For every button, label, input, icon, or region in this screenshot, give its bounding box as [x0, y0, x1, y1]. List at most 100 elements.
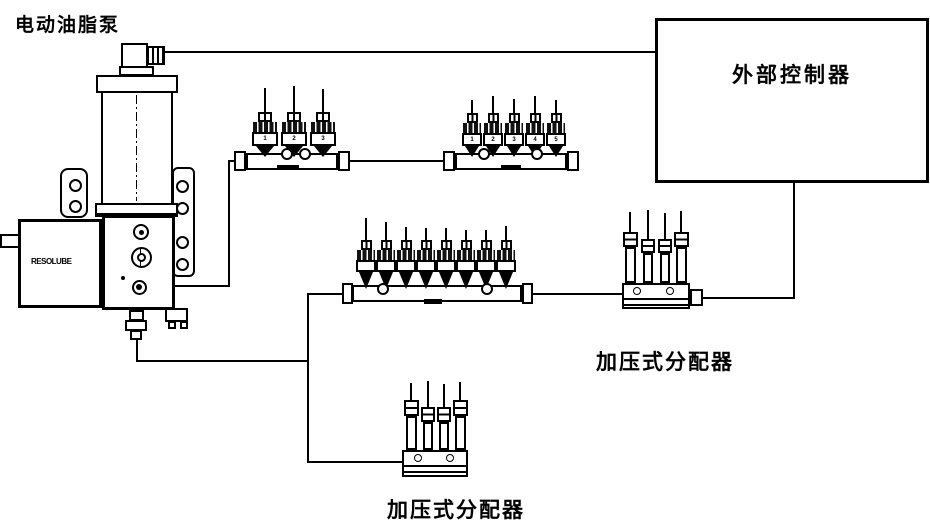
outlet-number: 2: [292, 136, 296, 142]
manifold-inlet-port: [501, 165, 521, 170]
injector-feed-tube: [425, 228, 427, 240]
injector-hex-band: [463, 123, 481, 133]
injector-body: [376, 260, 396, 272]
manifold-fitting: [443, 151, 455, 171]
injector-hex-band: [505, 123, 523, 133]
base-bolt-hole: [414, 454, 422, 462]
progressive-distributor-8-outlet: [340, 215, 533, 310]
injector-cap: [550, 113, 562, 123]
pump-indicator-dot: [121, 276, 125, 280]
bracket-hole: [176, 236, 189, 249]
injector-hex-band: [484, 123, 502, 133]
injector-feed-tube: [445, 228, 447, 240]
base-bolt-hole: [666, 287, 674, 295]
injector-cap: [400, 240, 412, 250]
injector-nozzle: [459, 272, 473, 289]
injector-hex-band: [377, 250, 395, 260]
pump-reservoir-block: [18, 219, 102, 308]
injector-feed-tube: [405, 227, 407, 240]
injector-cap: [460, 240, 472, 250]
base-bolt-hole: [633, 287, 641, 295]
injector-hex-band: [457, 250, 475, 260]
cartridge-cap: [404, 400, 419, 416]
bracket-hole: [69, 200, 82, 213]
pump-centerline: [136, 95, 137, 201]
injector-body: 1: [462, 133, 482, 146]
injector-nozzle: [549, 146, 563, 157]
outlet-number: 5: [554, 136, 558, 143]
external-controller-box: 外部控制器: [655, 18, 929, 183]
pipe-distributor3-to-distributor5: [350, 160, 445, 162]
injector-hex-band: [282, 122, 306, 132]
pump-brand-logo: RESOLUBE: [31, 257, 72, 266]
cartridge-body: [423, 422, 433, 450]
cartridge-body: [660, 253, 670, 283]
injector-cap: [287, 112, 301, 122]
injector-feed-tube: [492, 96, 494, 113]
base-outlet-fitting: [690, 289, 703, 306]
cartridge-feed-tube: [459, 382, 461, 400]
pressure-distributor-right: [598, 210, 713, 310]
injector-nozzle: [256, 146, 274, 157]
pipe-stub-to-distributor3: [228, 160, 238, 162]
cartridge-feed-tube: [680, 211, 682, 232]
injector-hex-band: [547, 123, 565, 133]
injector-hex-band: [253, 122, 277, 132]
injector-body: 3: [310, 132, 336, 146]
pump-drain-foot: [168, 321, 176, 329]
injector-body: [476, 260, 496, 272]
injector-feed-tube: [465, 230, 467, 240]
manifold-fitting: [522, 283, 533, 304]
injector-nozzle: [439, 272, 453, 289]
manifold-inlet-port: [277, 165, 299, 170]
injector-cap: [500, 240, 512, 250]
outlet-number: 2: [491, 136, 495, 143]
injector-body: [356, 260, 376, 272]
base-groove: [404, 465, 466, 467]
pipe-pump-outlet-vertical: [136, 338, 138, 362]
injector-body: 1: [252, 132, 278, 146]
injector-feed-tube: [485, 230, 487, 240]
pump-drain-fitting: [165, 308, 188, 322]
injector-hex-band: [417, 250, 435, 260]
pipe-distributor8-to-pressure-right: [531, 293, 622, 295]
injector-body: [456, 260, 476, 272]
cartridge-body: [643, 253, 653, 283]
controller-label: 外部控制器: [732, 64, 852, 87]
injector-hex-band: [526, 123, 544, 133]
injector-cap: [316, 112, 330, 122]
injector-feed-tube: [471, 100, 473, 113]
injector-cap: [380, 240, 392, 250]
cartridge-feed-tube: [443, 384, 445, 407]
bracket-hole: [69, 179, 82, 192]
injector-hex-band: [397, 250, 415, 260]
injector-nozzle: [314, 146, 332, 157]
manifold-fitting: [338, 151, 350, 171]
pipe-pump-sideport-horizontal: [141, 285, 230, 287]
pump-gauge-inner-ring: [137, 253, 146, 262]
pump-connector-box: [121, 43, 148, 68]
cartridge-body: [625, 247, 636, 283]
injector-hex-band: [357, 250, 375, 260]
injector-nozzle: [285, 146, 303, 157]
pipe-riser-to-top-row: [228, 160, 230, 287]
outlet-number: 3: [512, 136, 516, 143]
injector-feed-tube: [385, 222, 387, 240]
bracket-hole: [176, 258, 189, 271]
pump-label: 电动油脂泵: [15, 15, 121, 36]
outlet-number: 3: [321, 136, 325, 142]
injector-feed-tube: [505, 226, 507, 240]
injector-cap: [360, 240, 372, 250]
cartridge-body: [406, 416, 417, 450]
injector-cap: [529, 113, 541, 123]
injector-body: 5: [546, 133, 566, 146]
pump-drain-foot: [180, 321, 188, 329]
injector-body: [416, 260, 436, 272]
manifold-bolt: [531, 148, 543, 160]
pump-cable-gland: [147, 46, 165, 65]
bracket-hole: [176, 180, 189, 193]
injector-body: [496, 260, 516, 272]
cartridge-cap: [623, 232, 638, 247]
injector-hex-band: [497, 250, 515, 260]
pipe-to-distributor8: [307, 293, 345, 295]
